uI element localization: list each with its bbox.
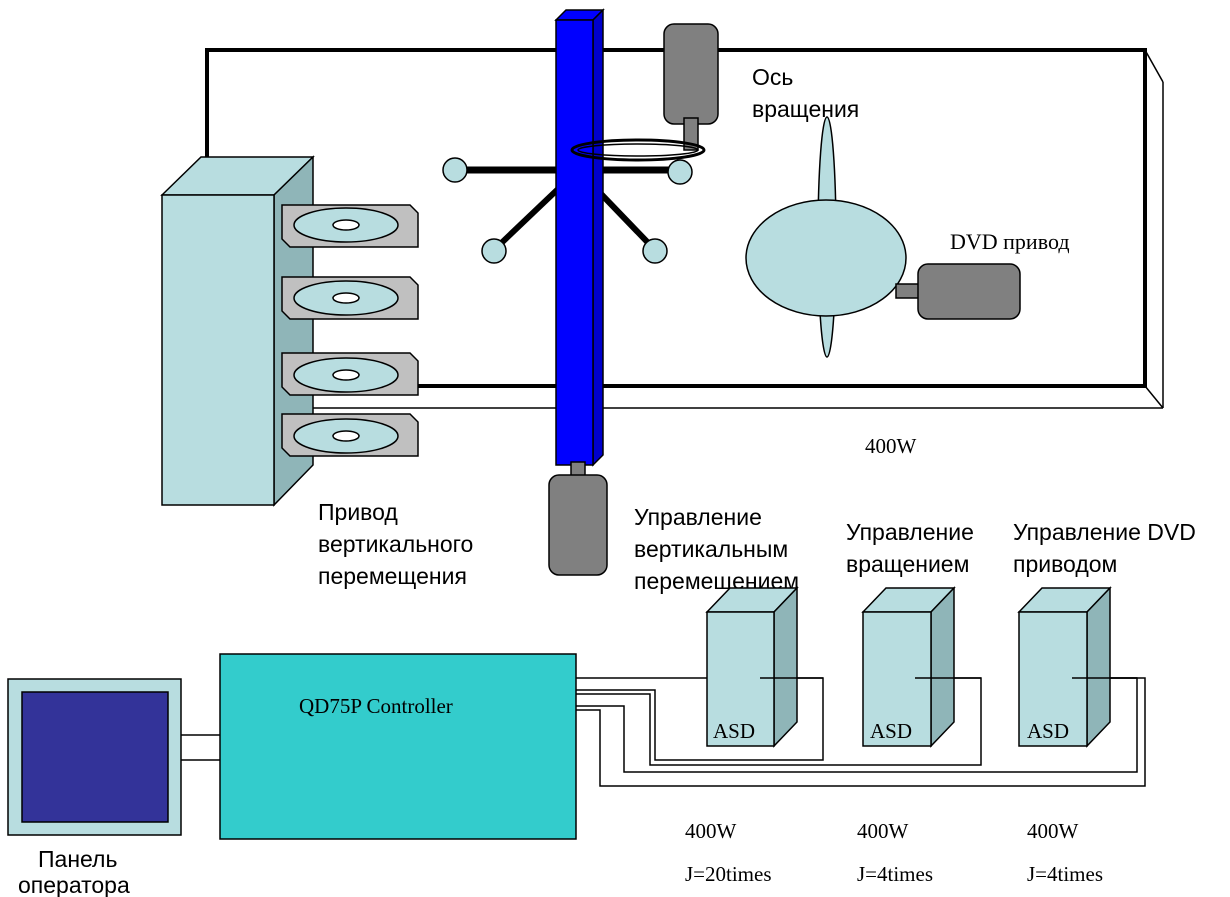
servo-inertia-label: J=4times: [1027, 862, 1103, 886]
panel-controller-link: [181, 734, 220, 761]
controller-label: QD75P Controller: [299, 694, 453, 718]
dvd-control-label-text: Управление DVD: [1013, 519, 1196, 545]
disc-tray-3: [281, 352, 419, 396]
qd75p-controller: [219, 653, 577, 840]
servo-drive-label: ASD: [713, 719, 755, 743]
rotation-axis-label: Ось: [752, 64, 793, 90]
servo-drive-label: ASD: [870, 719, 912, 743]
disc-tray-2: [281, 276, 419, 320]
vertical-control-label: вертикальным: [634, 536, 788, 562]
gripper-ball: [481, 238, 507, 264]
dvd-drive-assembly: [745, 116, 1021, 358]
dvd-control-label: Управление DVD: [1013, 519, 1196, 545]
gripper-ball: [667, 159, 693, 185]
vertical-drive-label: Привод: [318, 499, 398, 525]
servo-drive-2: ASD: [861, 586, 981, 748]
servo-drive-1: ASD: [705, 586, 823, 748]
servo-power-label: 400W: [1027, 819, 1079, 843]
dvd-control-label: приводом: [1013, 551, 1117, 577]
disc-trays: [281, 204, 419, 457]
servo-drive-3: ASD: [1017, 586, 1137, 748]
gripper-ball: [642, 238, 668, 264]
servo-inertia-label: J=20times: [685, 862, 772, 886]
dvd-drive-label: DVD привод: [950, 229, 1070, 254]
disc-tray-1: [281, 204, 419, 248]
vertical-drive-motor: [548, 461, 608, 576]
servo-drive-label: ASD: [1027, 719, 1069, 743]
vertical-column: [554, 8, 605, 467]
servo-power-label: 400W: [685, 819, 737, 843]
gripper-ball: [442, 157, 468, 183]
rotation-axis-label: вращения: [752, 96, 859, 122]
rotation-control-label: вращением: [846, 551, 969, 577]
operator-panel-label: оператора: [18, 872, 130, 897]
rotation-control-label: Управление: [846, 519, 974, 545]
rotation-motor: [663, 23, 719, 151]
servo-inertia-label: J=4times: [857, 862, 933, 886]
operator-panel: [7, 678, 182, 836]
servo-power-label: 400W: [857, 819, 909, 843]
disc-tray-4: [281, 413, 419, 457]
vertical-drive-label: вертикального: [318, 531, 473, 557]
power-label-top: 400W: [865, 434, 917, 458]
disc-rack: [160, 155, 315, 507]
vertical-control-label: Управление: [634, 504, 762, 530]
operator-panel-label: Панель: [38, 846, 117, 872]
vertical-drive-label: перемещения: [318, 563, 467, 589]
rotation-ring: [570, 138, 706, 162]
operator-screen: [21, 691, 169, 823]
